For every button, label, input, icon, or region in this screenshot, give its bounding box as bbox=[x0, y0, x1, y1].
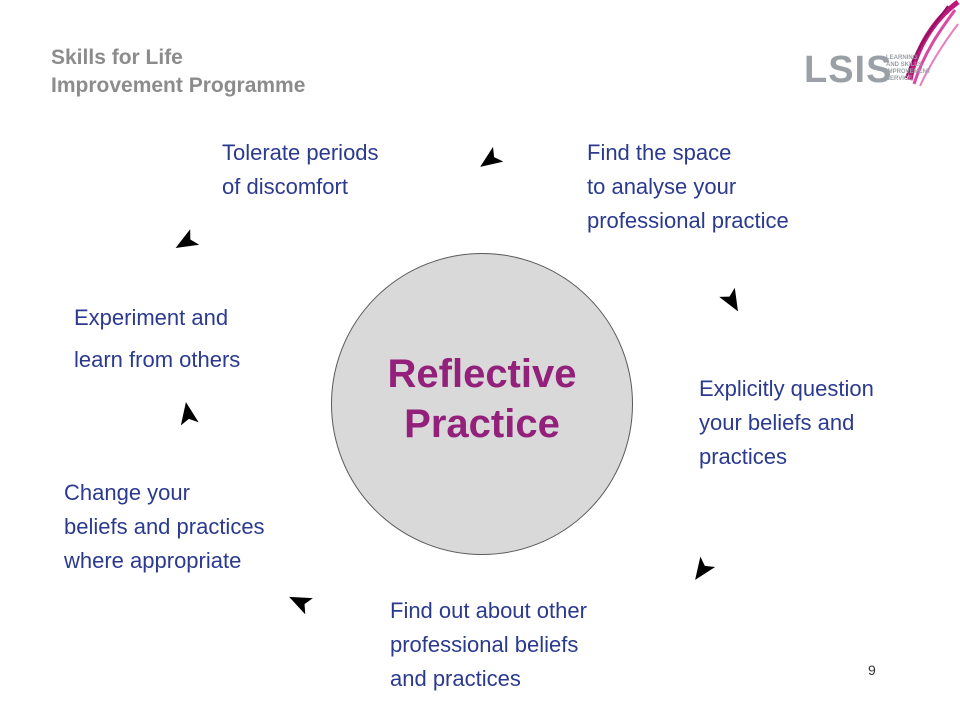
step-6-line-2: of discomfort bbox=[222, 174, 348, 199]
logo-subtitle: LEARNING AND SKILLS IMPROVEMENT SERVICE bbox=[886, 55, 946, 83]
step-5-line-1: Experiment and bbox=[74, 305, 229, 330]
arrow-head-icon bbox=[719, 287, 738, 312]
arrow-head-icon bbox=[480, 146, 504, 167]
step-3-line-1: Find out about other bbox=[390, 598, 587, 623]
center-circle: Reflective Practice bbox=[331, 253, 633, 555]
step-4-line-2: beliefs and practices bbox=[64, 514, 265, 539]
header-line-2: Improvement Programme bbox=[51, 74, 306, 97]
step-find-space: Find the space to analyse your professio… bbox=[587, 136, 789, 238]
step-3-line-3: and practices bbox=[390, 666, 521, 691]
lsis-logo: LSIS LEARNING AND SKILLS IMPROVEMENT SER… bbox=[790, 0, 960, 100]
step-tolerate: Tolerate periods of discomfort bbox=[222, 136, 379, 204]
step-change-beliefs: Change your beliefs and practices where … bbox=[64, 476, 265, 578]
header-line-1: Skills for Life bbox=[51, 46, 183, 69]
step-explicitly-question: Explicitly question your beliefs and pra… bbox=[699, 372, 874, 474]
page-number: 9 bbox=[868, 662, 876, 678]
step-find-out: Find out about other professional belief… bbox=[390, 594, 587, 696]
header: Skills for Life Improvement Programme bbox=[51, 44, 305, 100]
logo-sub-2: AND SKILLS bbox=[886, 62, 922, 68]
logo-sub-3: IMPROVEMENT bbox=[886, 69, 931, 75]
center-title-line-2: Practice bbox=[404, 402, 560, 446]
step-5-line-2: learn from others bbox=[74, 347, 241, 372]
arrow-head-icon bbox=[180, 402, 199, 426]
step-1-line-2: to analyse your bbox=[587, 174, 737, 199]
step-2-line-2: your beliefs and bbox=[699, 410, 855, 435]
logo-sub-1: LEARNING bbox=[886, 55, 918, 61]
step-2-line-3: practices bbox=[699, 444, 788, 469]
step-4-line-1: Change your bbox=[64, 480, 190, 505]
logo-wordmark: LSIS bbox=[804, 49, 893, 91]
step-experiment: Experiment and learn from others bbox=[74, 297, 240, 381]
step-4-line-3: where appropriate bbox=[64, 548, 242, 573]
center-title-line-1: Reflective bbox=[387, 352, 577, 396]
center-title: Reflective Practice bbox=[332, 349, 632, 449]
logo-sub-4: SERVICE bbox=[886, 76, 913, 82]
swirl-icon bbox=[905, 0, 960, 87]
step-6-line-1: Tolerate periods bbox=[222, 140, 379, 165]
step-2-line-1: Explicitly question bbox=[699, 376, 874, 401]
step-1-line-1: Find the space bbox=[587, 140, 732, 165]
arrow-head-icon bbox=[695, 556, 716, 580]
arrow-head-icon bbox=[289, 596, 313, 615]
step-1-line-3: professional practice bbox=[587, 208, 789, 233]
arrow-head-icon bbox=[175, 229, 200, 248]
step-3-line-2: professional beliefs bbox=[390, 632, 579, 657]
